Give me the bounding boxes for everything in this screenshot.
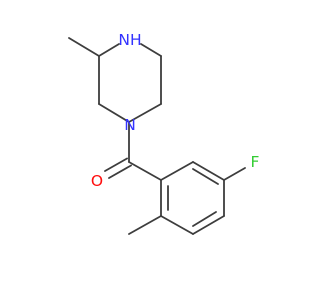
molecule-structure: NH N O F [68,31,260,235]
bond-ring-c4-c5 [192,215,225,235]
bond-ch2-n [128,103,162,123]
bond-ring-c1-c2 [160,161,194,181]
nh-atom-label: NH [118,31,141,49]
bond-aromatic-inner-2 [192,211,217,227]
bond-carbonyl-oxygen-1 [108,164,132,179]
bond-carbonyl-aryl [128,161,162,181]
bond-nh-ch2-top [140,43,162,57]
o-atom-label: O [91,172,103,190]
bond-aromatic-inner-1 [192,168,219,185]
f-atom-label: F [251,153,260,171]
bond-ring-c2-c3 [192,161,225,181]
bond-ring-c5-c6 [160,215,194,235]
atom-labels: NH N O F [91,31,260,190]
bond-lines [68,37,246,235]
bond-ch-nh [98,43,120,57]
bond-n-ch2-left [98,103,130,123]
n-atom-label: N [124,116,136,134]
bond-ring-methyl [68,37,100,57]
bond-carbonyl-oxygen-2 [104,157,128,172]
bond-aryl-methyl [128,215,162,235]
bond-aryl-fluorine [223,167,246,181]
